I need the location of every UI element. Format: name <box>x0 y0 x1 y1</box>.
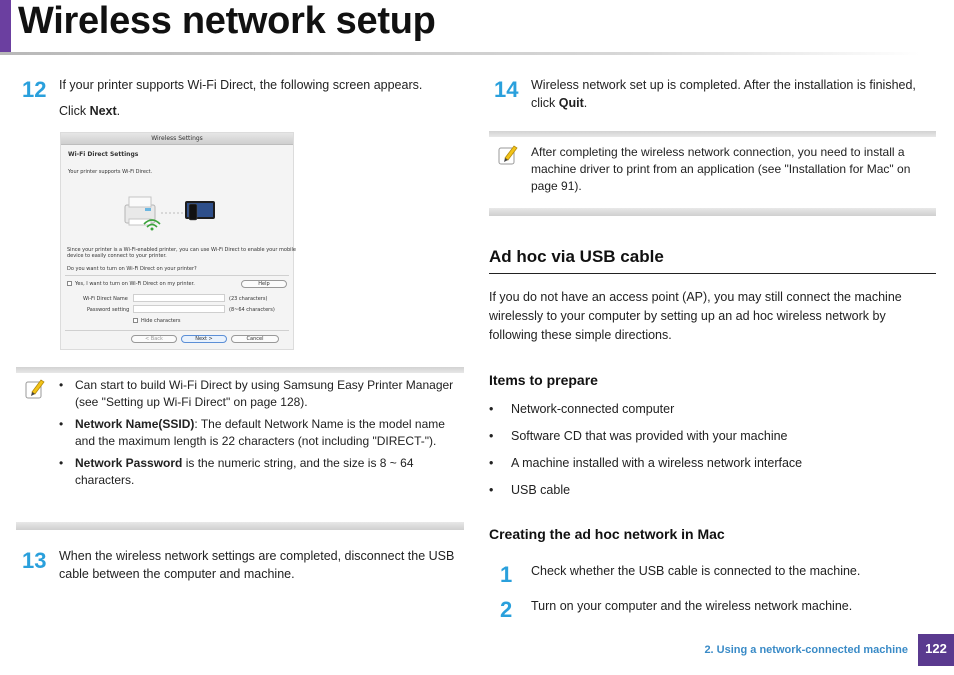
wifi-signal-icon <box>143 219 161 231</box>
wifi-direct-settings-screenshot: Wireless Settings Wi-Fi Direct Settings … <box>60 132 296 350</box>
help-button[interactable]: Help <box>241 280 287 288</box>
step-number-13: 13 <box>22 548 47 573</box>
creating-ad-hoc-heading: Creating the ad hoc network in Mac <box>489 526 725 542</box>
sub-step-2-text: Turn on your computer and the wireless n… <box>531 599 853 613</box>
note-bullet-easy-printer-manager: Can start to build Wi-Fi Direct by using… <box>59 377 459 411</box>
note-install-driver-text: After completing the wireless network co… <box>531 145 911 193</box>
section-title-ad-hoc: Ad hoc via USB cable <box>489 247 664 266</box>
back-button[interactable]: < Back <box>131 335 177 343</box>
cancel-button[interactable]: Cancel <box>231 335 279 343</box>
list-item: A machine installed with a wireless netw… <box>489 454 929 481</box>
printer-to-device-illustration <box>124 196 215 231</box>
step-12-click-instruction: Click Next. <box>59 104 121 118</box>
dialog-titlebar: Wireless Settings <box>61 133 293 145</box>
turn-on-wifi-direct-label: Yes, I want to turn on Wi-Fi Direct on m… <box>75 281 195 287</box>
title-accent-bar <box>0 0 11 52</box>
printer-icon <box>124 196 156 226</box>
step-13-text: When the wireless network settings are c… <box>59 549 455 581</box>
items-to-prepare-heading: Items to prepare <box>489 372 598 388</box>
wifi-direct-name-hint: (23 characters) <box>229 296 268 302</box>
page-number-badge: 122 <box>918 634 954 666</box>
mobile-device-icon <box>185 201 215 221</box>
note-bullet-network-password: Network Password is the numeric string, … <box>59 455 459 489</box>
sub-step-number-2: 2 <box>500 597 513 622</box>
password-setting-hint: (8~64 characters) <box>229 307 275 313</box>
turn-on-wifi-direct-checkbox[interactable] <box>67 281 72 286</box>
step-number-14: 14 <box>494 77 519 102</box>
section-intro-text: If you do not have an access point (AP),… <box>489 290 902 342</box>
step-14-text: Wireless network set up is completed. Af… <box>531 78 916 110</box>
next-keyword: Next <box>89 104 117 118</box>
easy-printer-manager-link: Samsung Easy Printer Manager <box>283 378 454 392</box>
dialog-heading: Wi-Fi Direct Settings <box>68 151 139 158</box>
password-setting-input[interactable] <box>133 305 225 313</box>
hide-characters-label: Hide characters <box>141 318 181 324</box>
dialog-question: Do you want to turn on Wi-Fi Direct on y… <box>67 266 197 272</box>
list-item: Network-connected computer <box>489 400 929 427</box>
wifi-direct-name-input[interactable] <box>133 294 225 302</box>
note-pencil-icon <box>25 379 45 399</box>
note-bullet-network-name: Network Name(SSID): The default Network … <box>59 416 459 450</box>
next-button[interactable]: Next > <box>181 335 227 343</box>
footer-chapter-link[interactable]: 2. Using a network-connected machine <box>704 644 908 656</box>
list-item: USB cable <box>489 481 929 508</box>
dialog-footer-separator <box>65 330 289 331</box>
step-12-text: If your printer supports Wi-Fi Direct, t… <box>59 78 423 92</box>
password-setting-label: Password setting <box>87 307 130 313</box>
step-number-12: 12 <box>22 77 47 102</box>
sub-step-number-1: 1 <box>500 562 513 587</box>
wifi-direct-name-label: Wi-Fi Direct Name <box>83 296 128 302</box>
section-title-underline <box>489 273 936 274</box>
hide-characters-checkbox[interactable] <box>133 318 138 323</box>
dialog-description-line1: Since your printer is a Wi-Fi-enabled pr… <box>67 247 296 253</box>
dialog-intro: Your printer supports Wi-Fi Direct. <box>68 169 153 175</box>
note-box-wifi-direct: Can start to build Wi-Fi Direct by using… <box>16 367 464 530</box>
note-box-install-driver: After completing the wireless network co… <box>489 131 936 216</box>
note-wifi-direct-list: Can start to build Wi-Fi Direct by using… <box>59 377 459 494</box>
dialog-separator <box>65 275 289 276</box>
quit-keyword: Quit <box>558 96 584 110</box>
title-divider <box>0 52 920 55</box>
sub-step-1-text: Check whether the USB cable is connected… <box>531 564 861 578</box>
page-title: Wireless network setup <box>18 0 436 42</box>
note-pencil-icon <box>498 145 518 165</box>
list-item: Software CD that was provided with your … <box>489 427 929 454</box>
items-to-prepare-list: Network-connected computer Software CD t… <box>489 400 929 508</box>
dialog-description-line2: device to easily connect to your printer… <box>67 253 167 259</box>
